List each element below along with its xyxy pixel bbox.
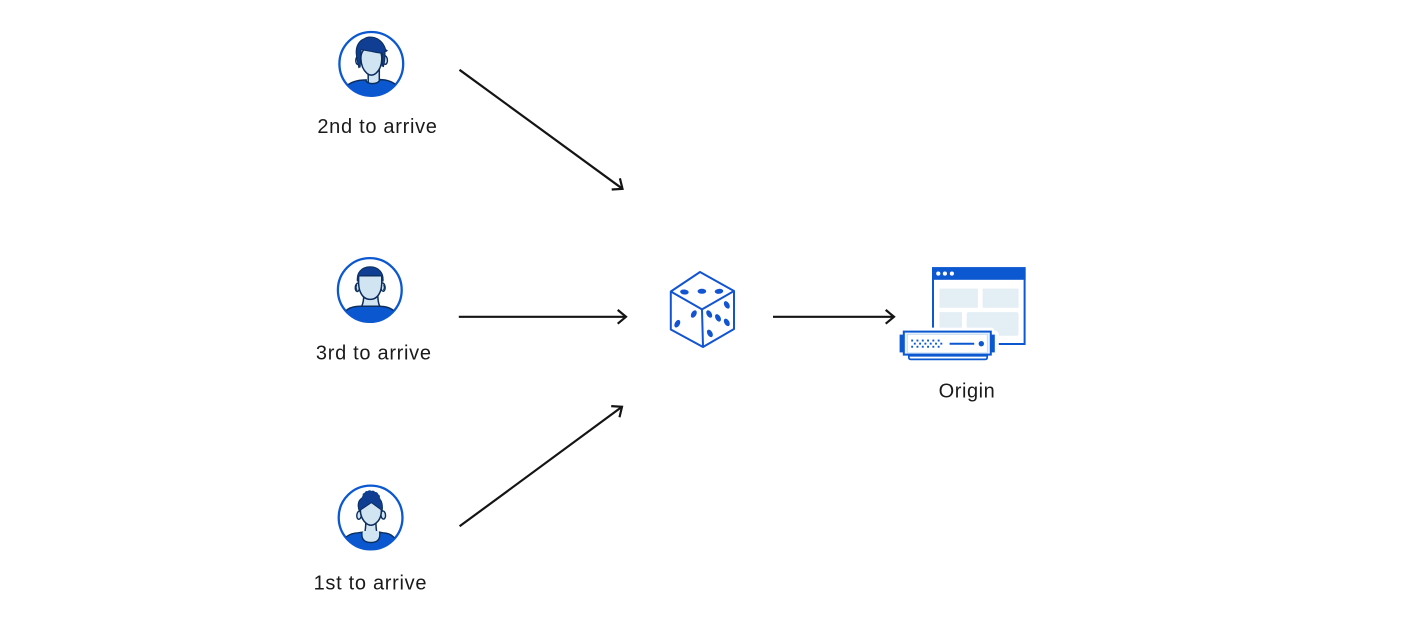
svg-text:1st to arrive: 1st to arrive xyxy=(314,573,428,595)
svg-text:Origin: Origin xyxy=(939,380,996,402)
svg-text:3rd to arrive: 3rd to arrive xyxy=(316,343,432,365)
svg-text:2nd to arrive: 2nd to arrive xyxy=(317,116,437,138)
